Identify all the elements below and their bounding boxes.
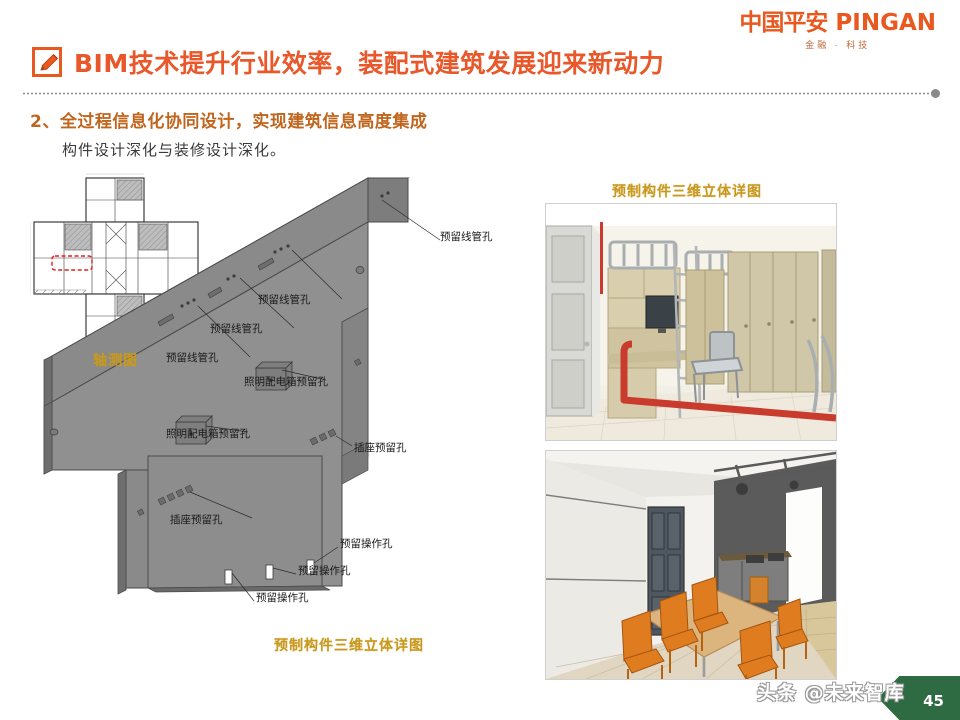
section-body-text: 构件设计深化与装修设计深化。 bbox=[62, 141, 287, 159]
annotation-labels: 预留线管孔 预留线管孔 预留线管孔 预留线管孔 照明配电箱预留孔 照明配电箱预留… bbox=[166, 230, 493, 604]
brand-logo-en: PINGAN bbox=[835, 10, 936, 36]
annotation-label: 插座预留孔 bbox=[170, 513, 223, 526]
precast-wall-panel-3d bbox=[43, 177, 410, 595]
annotation-label: 预留线管孔 bbox=[166, 351, 219, 364]
left-figure-caption: 预制构件三维立体详图 bbox=[274, 638, 424, 654]
precast-wall-panel-diagram: 预留线管孔 预留线管孔 预留线管孔 预留线管孔 照明配电箱预留孔 照明配电箱预留… bbox=[30, 170, 520, 630]
page-title: BIM技术提升行业效率，装配式建筑发展迎来新动力 bbox=[74, 49, 665, 78]
annotation-label: 插座预留孔 bbox=[354, 441, 407, 454]
brand-logo-cn: 中国平安 bbox=[739, 10, 828, 36]
annotation-label: 预留线管孔 bbox=[210, 322, 263, 335]
title-divider bbox=[22, 89, 940, 98]
annotation-label: 预留线管孔 bbox=[440, 230, 493, 243]
brand-logo-subtitle: 金融 · 科技 bbox=[805, 40, 871, 50]
watermark-text: 头条 @未来智库 bbox=[757, 682, 905, 704]
annotation-label: 照明配电箱预留孔 bbox=[166, 427, 250, 440]
annotation-label: 照明配电箱预留孔 bbox=[244, 375, 328, 388]
dining-room-render-image bbox=[545, 450, 837, 680]
axonometric-caption: 轴测图 bbox=[93, 353, 138, 369]
floor-plan-highlight bbox=[51, 255, 93, 271]
edit-pencil-icon bbox=[32, 47, 62, 77]
divider-end-dot bbox=[931, 89, 940, 98]
slide-title-row: BIM技术提升行业效率，装配式建筑发展迎来新动力 bbox=[32, 44, 664, 80]
right-figure-caption: 预制构件三维立体详图 bbox=[612, 184, 762, 200]
brand-logo-text: 中国平安 PINGAN bbox=[739, 12, 936, 35]
section-heading: 2、全过程信息化协同设计，实现建筑信息高度集成 bbox=[30, 112, 428, 132]
annotation-label: 预留线管孔 bbox=[258, 293, 311, 306]
annotation-label: 预留操作孔 bbox=[298, 564, 351, 577]
annotation-label: 预留操作孔 bbox=[256, 591, 309, 604]
brand-logo: 中国平安 PINGAN 金融 · 科技 bbox=[739, 12, 936, 50]
annotation-label: 预留操作孔 bbox=[340, 537, 393, 550]
dormitory-render-image bbox=[545, 203, 837, 441]
page-number: 45 bbox=[923, 692, 944, 710]
annotation-leaders bbox=[189, 199, 441, 602]
